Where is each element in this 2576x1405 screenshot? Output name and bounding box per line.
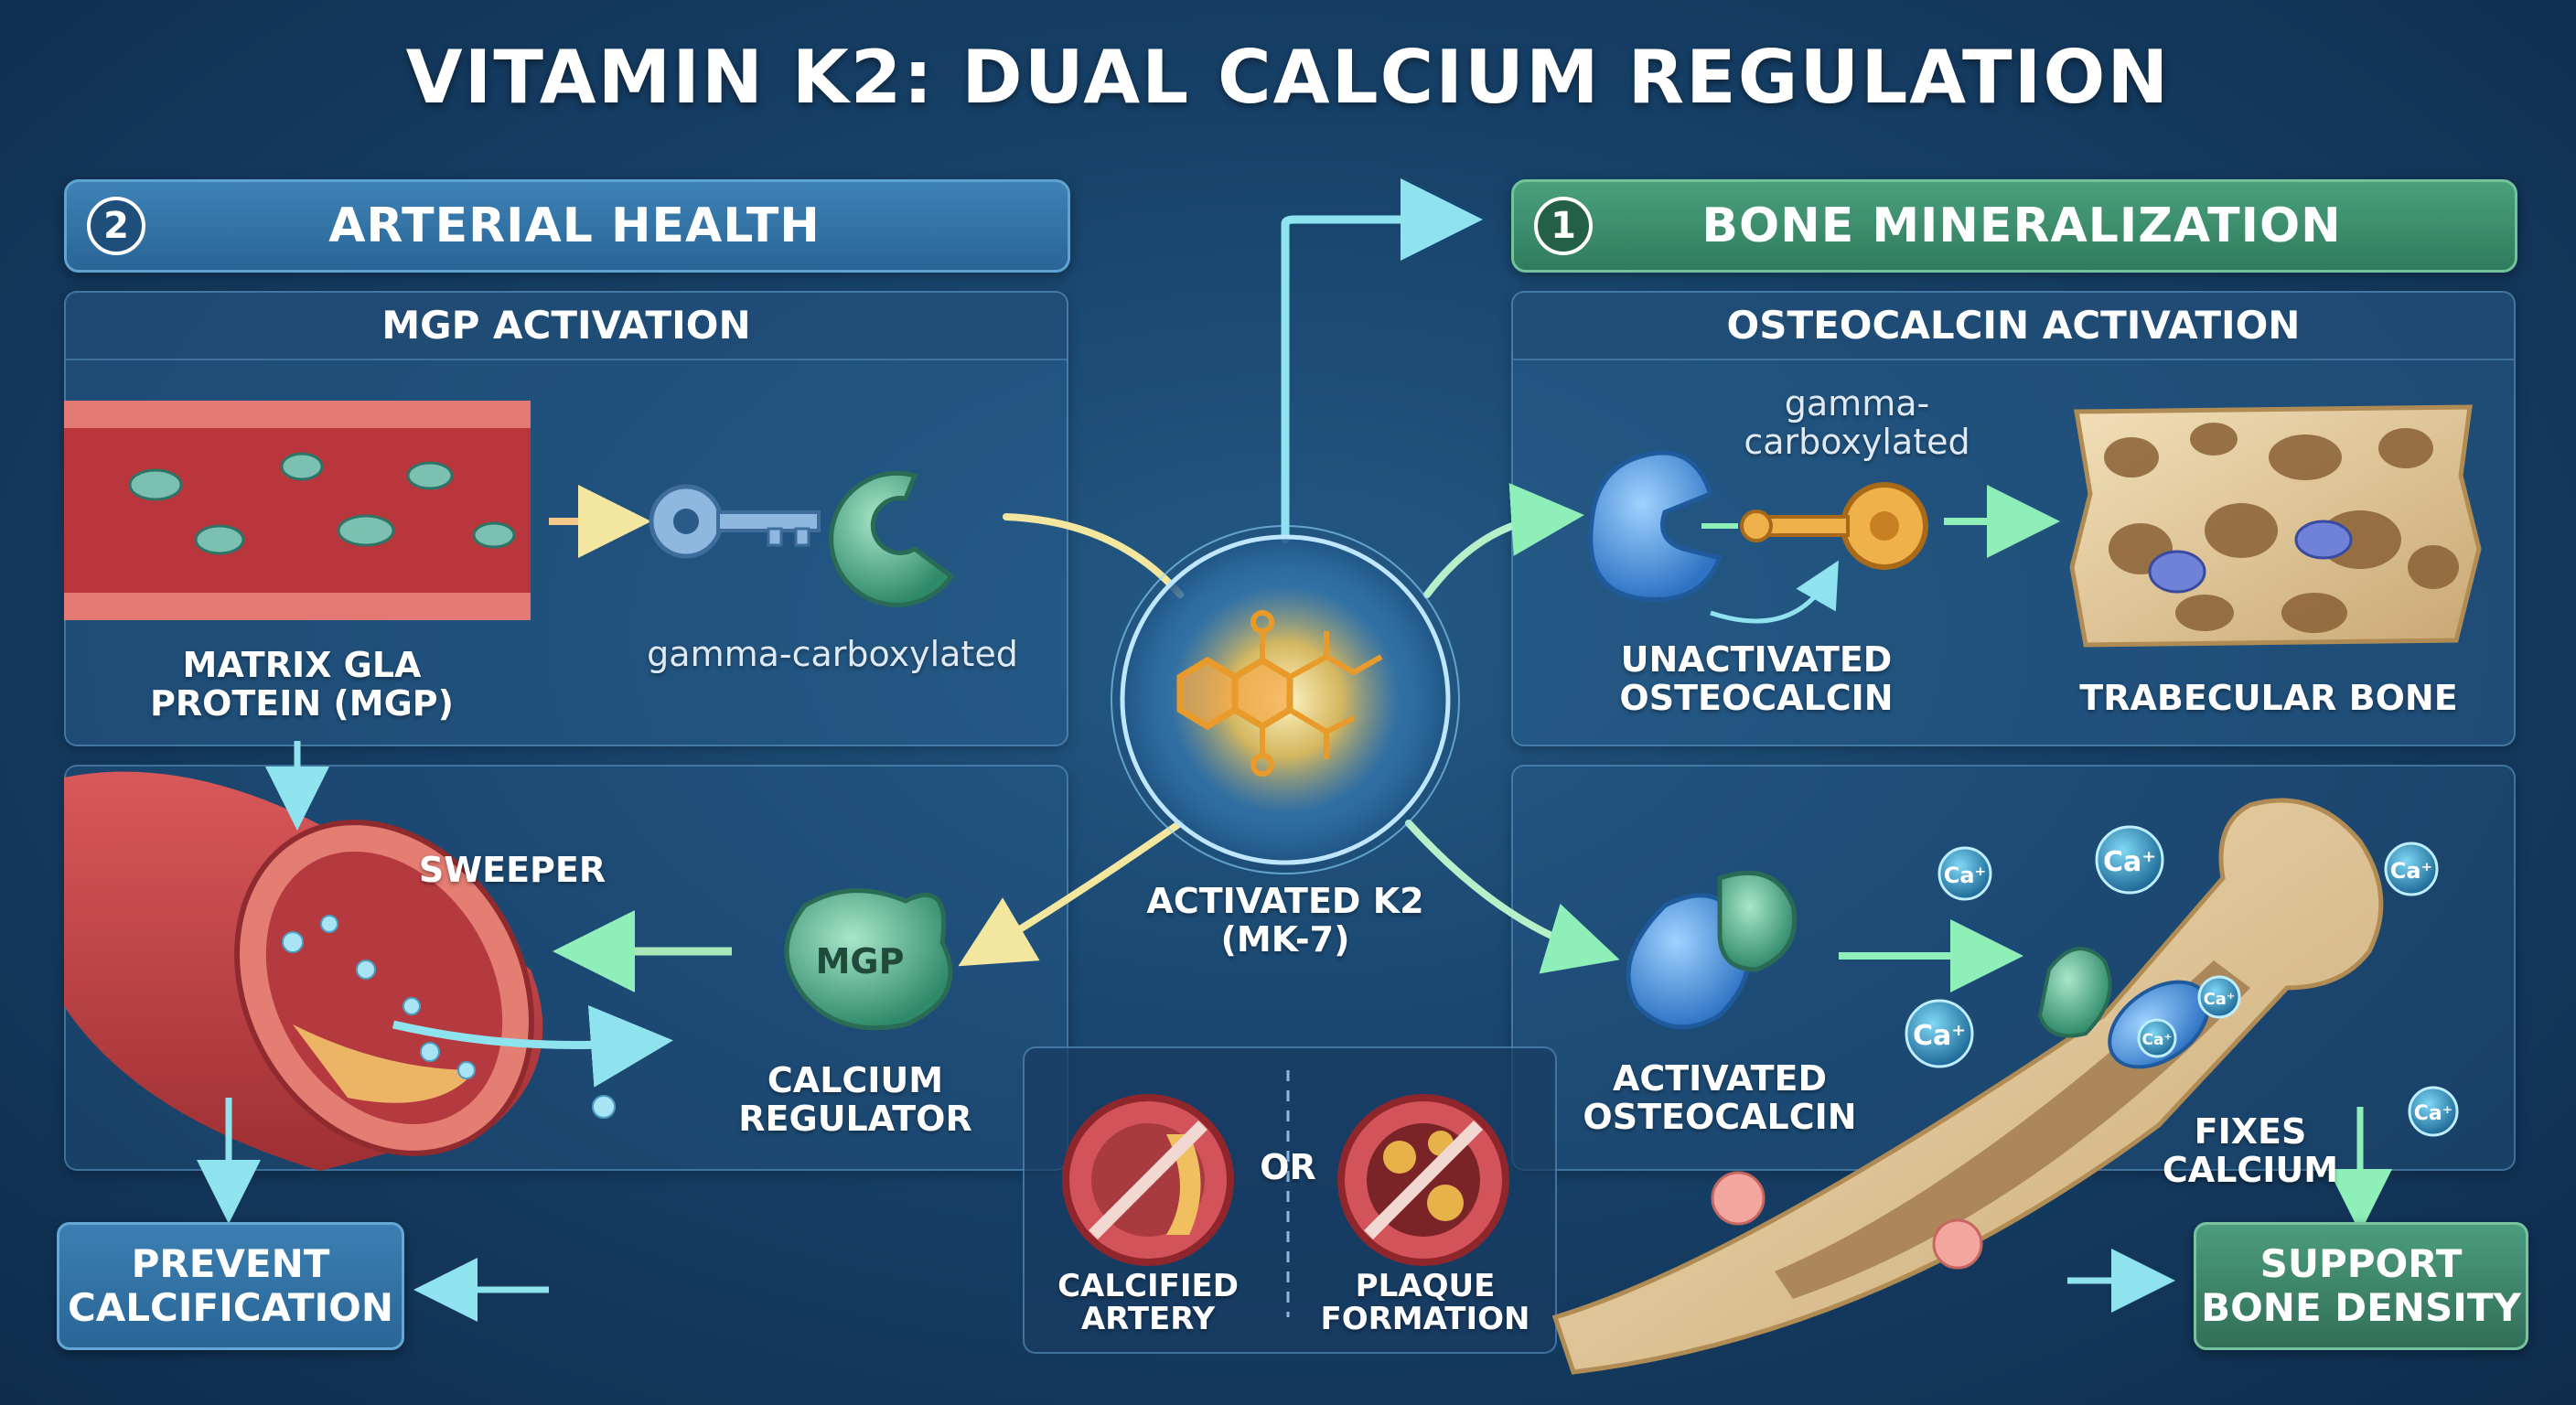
- or-label: OR: [1260, 1147, 1316, 1187]
- calcium-ion: [2095, 825, 2164, 895]
- plaque-formation-label: PLAQUE FORMATION: [1320, 1268, 1530, 1337]
- mgp-activation-title: MGP ACTIVATION: [66, 293, 1067, 360]
- calcium-ion-label: Ca⁺: [1913, 1020, 1966, 1052]
- calcium-ion: [2137, 1018, 2177, 1058]
- key-icon: [649, 484, 821, 559]
- mgp-protein-blob: [784, 888, 953, 1031]
- golden-key-icon: [1740, 482, 1928, 570]
- calcium-ion: [2408, 1086, 2459, 1137]
- line-to-mgp: [1003, 513, 1184, 598]
- calcium-ion-label: Ca⁺: [2103, 846, 2156, 878]
- artery-tube-illustration: [64, 771, 673, 1171]
- arrow-to-calcium-regulator: [958, 820, 1184, 967]
- osteoclast-cell: [1711, 1171, 1766, 1226]
- calcium-ion: [1937, 846, 1992, 901]
- artery-section-illustration: [64, 401, 531, 620]
- fixes-calcium-label: FIXES CALCIUM: [2162, 1111, 2339, 1190]
- calcified-artery-icon: [1062, 1094, 1234, 1266]
- activated-osteocalcin-shape: [1626, 870, 1798, 1030]
- mgp-label: MATRIX GLA PROTEIN (MGP): [149, 645, 455, 724]
- trabecular-bone-illustration: [2069, 404, 2482, 648]
- k2-connectors: [958, 178, 1620, 974]
- sweeper-label: SWEEPER: [418, 850, 606, 890]
- bone-mineralization-header: 1 BONE MINERALIZATION: [1511, 179, 2517, 273]
- arrow-to-bone-header: [1281, 178, 1483, 544]
- gamma-carboxylated-label-left: gamma-carboxylated: [647, 634, 1018, 674]
- arrow-to-activated-osteocalcin: [1405, 820, 1620, 974]
- support-bone-density-box: SUPPORT BONE DENSITY: [2194, 1222, 2528, 1350]
- calcium-ion-label: Ca⁺: [2414, 1102, 2453, 1125]
- cycle-arrow: [1710, 560, 1839, 624]
- calcium-ion-label: Ca⁺: [2390, 858, 2432, 884]
- mgp-blob-label: MGP: [815, 941, 905, 981]
- calcium-regulator-label: CALCIUM REGULATOR: [738, 1060, 972, 1139]
- trabecular-bone-label: TRABECULAR BONE: [2079, 678, 2458, 718]
- bone-mineralization-title: BONE MINERALIZATION: [1701, 198, 2342, 253]
- unactivated-osteocalcin-label: UNACTIVATED OSTEOCALCIN: [1619, 639, 1894, 718]
- calcified-artery-label: CALCIFIED ARTERY: [1057, 1268, 1239, 1337]
- arterial-health-header: 2 ARTERIAL HEALTH: [64, 179, 1070, 273]
- calcium-ion-label: Ca⁺: [2142, 1031, 2173, 1049]
- arrow-to-osteocalcin: [1423, 483, 1584, 598]
- activated-osteocalcin-label: ACTIVATED OSTEOCALCIN: [1583, 1058, 1857, 1137]
- step-number-2: 2: [87, 197, 145, 255]
- osteocalcin-activation-title: OSTEOCALCIN ACTIVATION: [1513, 293, 2514, 360]
- osteoclast-cell-2: [1932, 1218, 1983, 1270]
- plaque-formation-icon: [1337, 1094, 1509, 1266]
- unactivated-osteocalcin-shape: [1588, 450, 1723, 602]
- calcium-ion: [2384, 842, 2439, 896]
- calcium-ion-label: Ca⁺: [2204, 990, 2236, 1009]
- long-bone-illustration: [1551, 798, 2384, 1375]
- mgp-receptor-shape: [829, 470, 955, 607]
- calcium-ion: [1905, 999, 1974, 1068]
- naphthoquinone-structure: [1176, 656, 1293, 731]
- prevent-calcification-box: PREVENT CALCIFICATION: [57, 1222, 404, 1350]
- calcium-ions: [1905, 825, 2459, 1137]
- k2-molecule-orb: [1111, 525, 1460, 874]
- arterial-health-title: ARTERIAL HEALTH: [328, 198, 821, 253]
- gamma-carboxylated-label-right: gamma- carboxylated: [1744, 383, 1970, 462]
- activated-k2-label: ACTIVATED K2 (MK-7): [1146, 881, 1424, 960]
- step-number-1: 1: [1534, 197, 1593, 255]
- sweeper-flow-arrow: [392, 1004, 673, 1088]
- page-title: VITAMIN K2: DUAL CALCIUM REGULATION: [405, 35, 2171, 120]
- calcium-ion-label: Ca⁺: [1944, 863, 1986, 888]
- calcium-ion: [2197, 975, 2241, 1019]
- osteocyte-cell: [2294, 520, 2353, 560]
- osteoblast-cell: [2148, 550, 2206, 594]
